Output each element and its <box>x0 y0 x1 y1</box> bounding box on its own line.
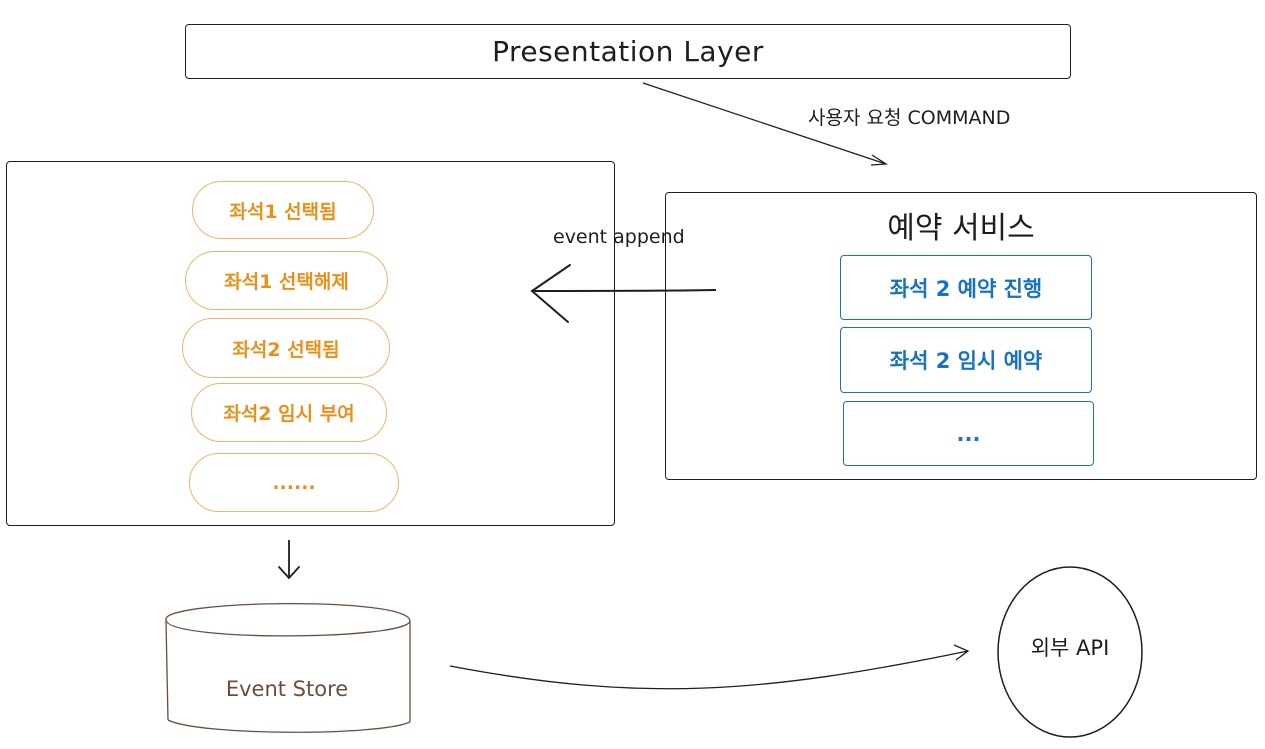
external-api-label: 외부 API <box>1030 636 1110 660</box>
event-append-label: event append <box>553 226 685 248</box>
event-store-label: Event Store <box>225 677 349 701</box>
event-item: 좌석2 선택됨 <box>182 318 390 378</box>
event-item: 좌석1 선택해제 <box>185 251 388 310</box>
store-down-arrow-head <box>278 566 300 580</box>
command-arrow <box>642 82 887 165</box>
event-item-more: ...... <box>189 453 399 512</box>
service-task: 좌석 2 임시 예약 <box>840 327 1092 393</box>
service-task-more: ... <box>843 401 1094 466</box>
command-arrow-head <box>870 154 889 166</box>
reservation-service-title: 예약 서비스 <box>887 211 1035 246</box>
api-arrow-head <box>953 644 970 661</box>
event-store-cylinder <box>165 602 411 733</box>
reservation-service-box <box>665 192 1257 480</box>
event-item: 좌석2 임시 부여 <box>191 383 387 442</box>
event-item: 좌석1 선택됨 <box>192 181 374 239</box>
presentation-layer-box: Presentation Layer <box>185 24 1071 79</box>
api-arrow <box>449 650 969 690</box>
command-label: 사용자 요청 COMMAND <box>808 107 1011 129</box>
service-task: 좌석 2 예약 진행 <box>840 255 1092 320</box>
event-list-box <box>6 161 615 526</box>
append-arrow-head <box>530 264 571 323</box>
external-api-circle <box>997 566 1143 738</box>
presentation-layer-label: Presentation Layer <box>492 35 764 68</box>
append-arrow <box>533 289 717 292</box>
